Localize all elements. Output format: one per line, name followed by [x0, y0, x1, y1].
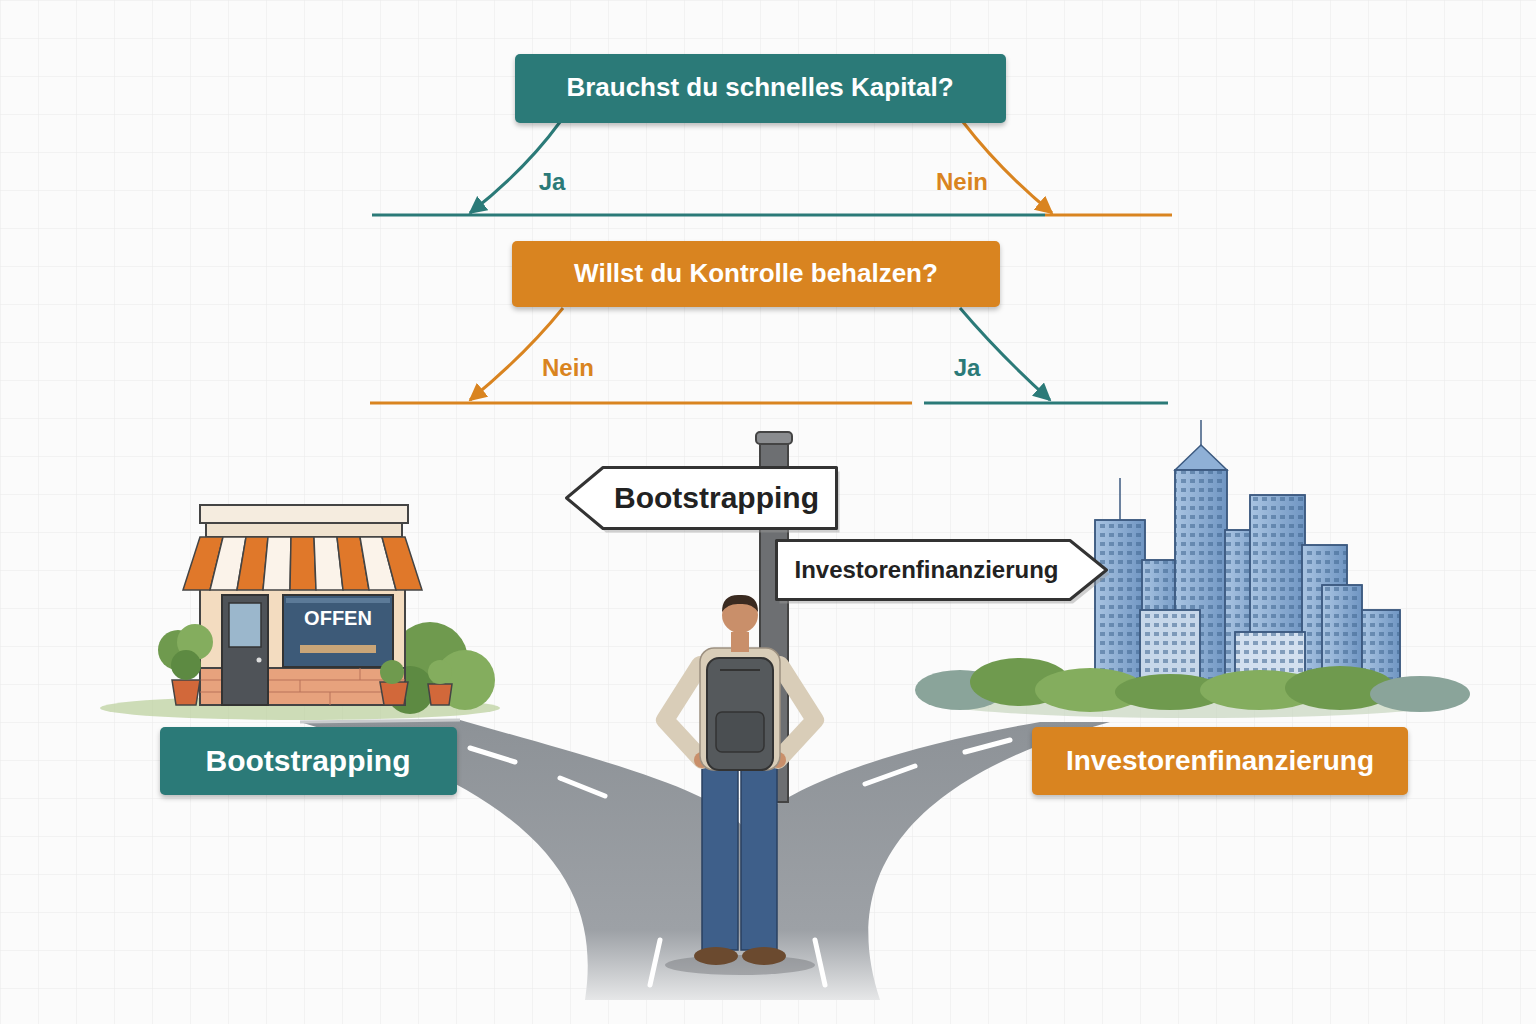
road — [300, 720, 460, 722]
shop-illustration — [380, 682, 408, 705]
box-text: Investorenfinanzierung — [1066, 745, 1374, 777]
road — [650, 940, 660, 985]
shop-illustration — [330, 692, 331, 705]
sign-board — [567, 468, 837, 529]
person-figure — [742, 947, 786, 965]
flow-arrows — [370, 402, 912, 405]
shop-illustration — [380, 660, 404, 684]
outcome-box: Investorenfinanzierung — [1032, 727, 1408, 795]
person-figure — [700, 648, 780, 770]
city-illustration — [1370, 676, 1470, 712]
person-figure — [722, 595, 758, 612]
shop-illustration — [222, 595, 268, 705]
flow-arrows — [370, 122, 1172, 403]
flow-arrows — [963, 122, 1052, 213]
sign-text: Investorenfinanzierung — [794, 556, 1058, 584]
shop-illustration — [300, 680, 301, 692]
shop-illustration — [300, 645, 376, 653]
person-figure — [731, 632, 749, 652]
shop-illustration — [200, 505, 408, 523]
branch-label: Ja — [954, 355, 981, 381]
shop-illustration — [100, 505, 500, 720]
branch-label: Ja — [539, 169, 566, 195]
signpost-sign: Investorenfinanzierung — [775, 539, 1108, 601]
branch-label: Nein — [936, 169, 988, 195]
city-illustration — [1119, 478, 1121, 520]
branch-label: Nein — [542, 355, 594, 381]
road — [470, 748, 515, 762]
person-figure — [741, 765, 777, 950]
outcome-box: Bootstrapping — [160, 727, 457, 795]
question-box: Brauchst du schnelles Kapital? — [515, 54, 1006, 123]
person-figure — [707, 658, 773, 770]
shop-illustration — [183, 537, 422, 590]
box-text: Bootstrapping — [206, 744, 411, 779]
road — [560, 778, 605, 796]
person-figure — [702, 765, 738, 950]
signpost-pole — [756, 432, 792, 444]
signpost-sign: Bootstrapping — [565, 466, 838, 530]
city-illustration — [1175, 445, 1227, 470]
shop-illustration — [290, 537, 316, 590]
shop-illustration — [171, 650, 201, 680]
flow-arrows — [924, 402, 1168, 405]
shop-illustration — [263, 537, 291, 590]
shop-illustration — [172, 680, 200, 705]
road — [865, 766, 915, 784]
person-figure — [778, 665, 815, 760]
person-figure — [694, 947, 738, 965]
shop-illustration — [382, 537, 422, 590]
road — [965, 740, 1010, 752]
box-text: Willst du Kontrolle behalzen? — [574, 259, 938, 289]
shop-illustration — [283, 595, 393, 667]
shop-illustration — [200, 585, 405, 705]
shop-illustration — [286, 598, 390, 603]
shop-sign-text: OFFEN — [304, 607, 372, 629]
road — [470, 740, 1010, 985]
person-figure — [720, 669, 760, 671]
road — [815, 940, 825, 985]
city-illustration — [915, 658, 1470, 712]
person-figure — [665, 595, 815, 975]
city-illustration — [1095, 420, 1400, 700]
person-figure — [665, 955, 815, 975]
shop-illustration — [229, 603, 261, 647]
question-box: Willst du Kontrolle behalzen? — [512, 241, 1000, 307]
person-figure — [716, 712, 764, 752]
shop-illustration — [428, 684, 452, 705]
sign-text: Bootstrapping — [614, 481, 819, 516]
box-text: Brauchst du schnelles Kapital? — [566, 73, 953, 103]
shop-illustration — [428, 660, 452, 684]
sign-board — [777, 541, 1107, 600]
flow-arrows — [1045, 214, 1172, 217]
shop-illustration — [206, 523, 402, 537]
person-figure — [665, 665, 702, 760]
shop-illustration — [360, 668, 361, 680]
flow-arrows — [470, 122, 560, 213]
shop-illustration — [257, 658, 262, 663]
flow-arrows — [372, 214, 1045, 217]
